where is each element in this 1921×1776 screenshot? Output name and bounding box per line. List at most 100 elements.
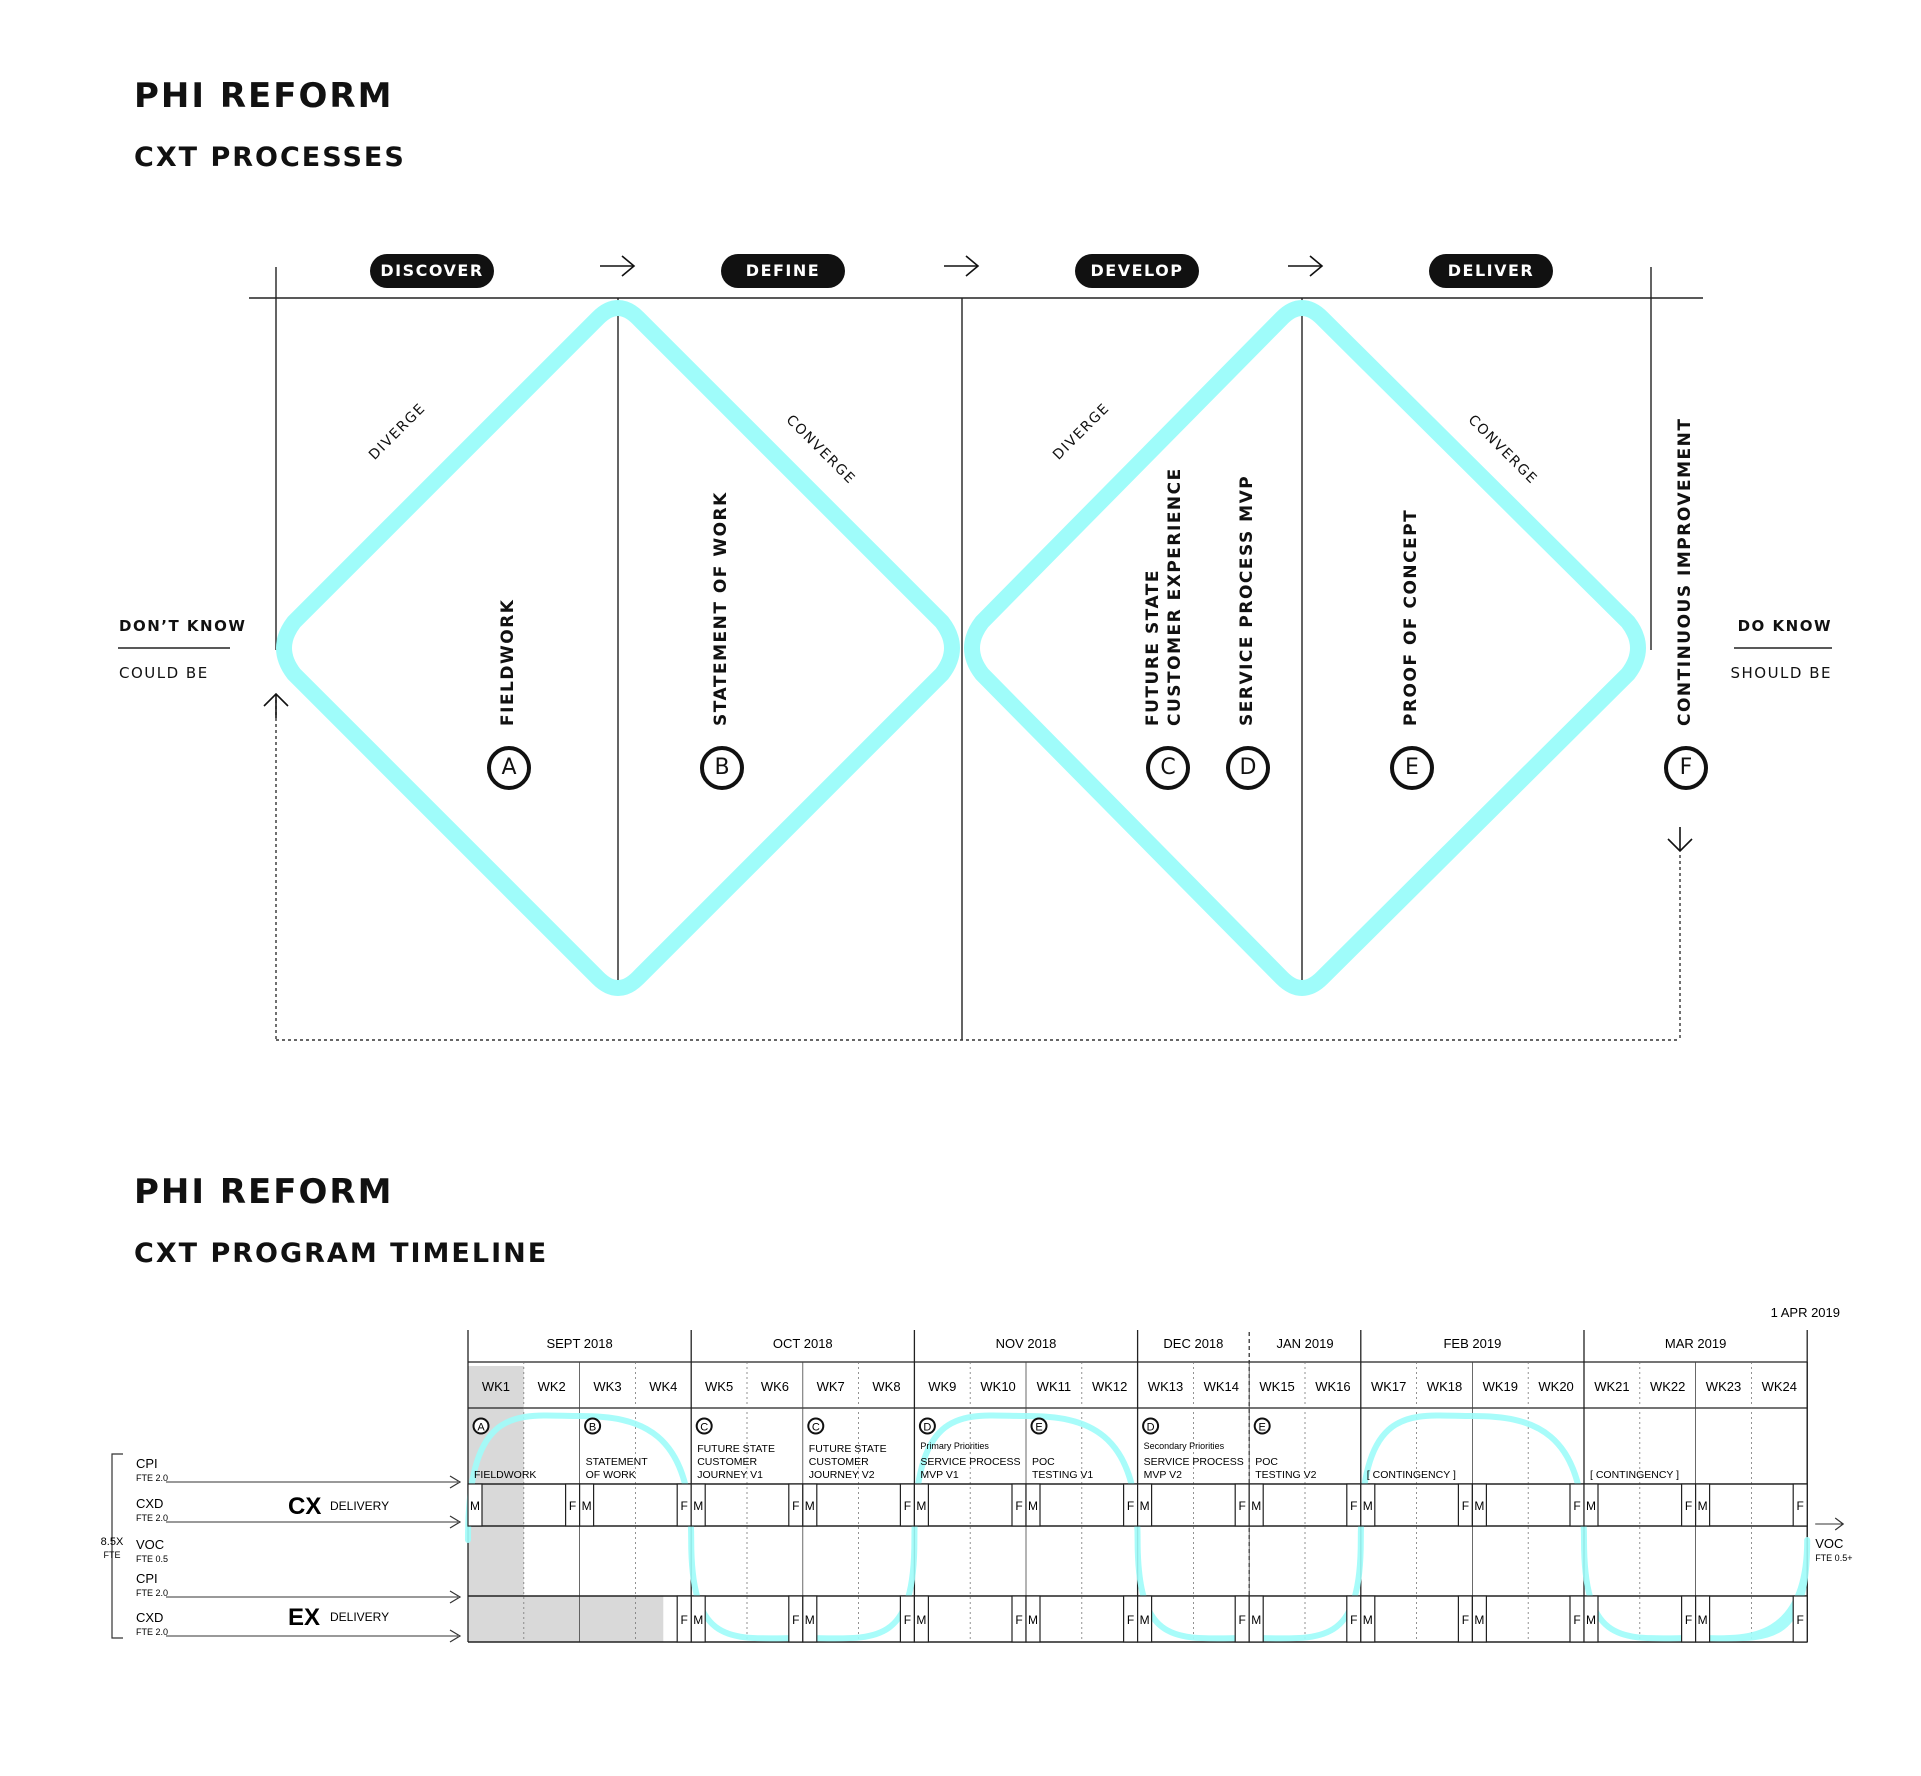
f-label: F xyxy=(1797,1613,1804,1627)
m-label: M xyxy=(916,1613,926,1627)
f-label: F xyxy=(1573,1613,1580,1627)
milestone-priority: Secondary Priorities xyxy=(1144,1441,1225,1451)
milestone-marker xyxy=(584,1417,602,1435)
milestone-letter: E xyxy=(1259,1422,1266,1434)
milestone-letter: D xyxy=(1147,1422,1155,1434)
week-label: WK8 xyxy=(872,1379,900,1394)
f-label: F xyxy=(1127,1499,1134,1513)
m-label: M xyxy=(693,1613,703,1627)
week-label: WK14 xyxy=(1204,1379,1239,1394)
right-top-label: DO KNOW xyxy=(1737,617,1832,635)
month-label: JAN 2019 xyxy=(1276,1336,1333,1351)
phase-pill-develop: DEVELOP xyxy=(1075,254,1199,288)
right-bottom-label: SHOULD BE xyxy=(1730,664,1832,682)
m-label: M xyxy=(1251,1613,1261,1627)
phase-pill-discover: DISCOVER xyxy=(370,254,494,288)
cx-label: CX xyxy=(288,1493,321,1520)
role-fte: FTE 2.0 xyxy=(136,1627,168,1637)
milestone-text: OF WORK xyxy=(586,1469,636,1481)
milestone-text: SERVICE PROCESS xyxy=(1144,1456,1244,1468)
week-label: WK5 xyxy=(705,1379,733,1394)
m-label: M xyxy=(693,1499,703,1513)
milestone-text: MVP V1 xyxy=(920,1469,958,1481)
m-box xyxy=(1583,1483,1599,1527)
m-label: M xyxy=(805,1499,815,1513)
m-label: M xyxy=(916,1499,926,1513)
f-label: F xyxy=(1685,1499,1692,1513)
m-label: M xyxy=(1028,1499,1038,1513)
milestone-text: SERVICE PROCESS xyxy=(920,1456,1020,1468)
phase-pill-define: DEFINE xyxy=(721,254,845,288)
role-fte: FTE 2.0 xyxy=(136,1473,168,1483)
role-name: CXD xyxy=(136,1496,163,1511)
voc-arrow-head xyxy=(1834,1517,1845,1531)
total-fte-label: FTE xyxy=(104,1550,121,1560)
phase-pill-deliver: DELIVER xyxy=(1429,254,1553,288)
milestone-text: TESTING V1 xyxy=(1032,1469,1093,1481)
month-label: NOV 2018 xyxy=(996,1336,1057,1351)
role-name: CPI xyxy=(136,1571,158,1586)
m-label: M xyxy=(1586,1499,1596,1513)
f-box xyxy=(676,1595,692,1643)
m-label: M xyxy=(1698,1499,1708,1513)
week-label: WK9 xyxy=(928,1379,956,1394)
milestone-marker xyxy=(1253,1417,1271,1435)
f-box xyxy=(1792,1595,1808,1643)
role-name: VOC xyxy=(136,1537,164,1552)
f-label: F xyxy=(569,1499,576,1513)
m-label: M xyxy=(1363,1613,1373,1627)
week-label: WK7 xyxy=(817,1379,845,1394)
milestone-text: JOURNEY V1 xyxy=(697,1469,763,1481)
role-fte: FTE 0.5 xyxy=(136,1554,168,1564)
step-marker-d: D xyxy=(1226,746,1270,790)
m-label: M xyxy=(470,1499,480,1513)
end-date: 1 APR 2019 xyxy=(1771,1305,1840,1320)
m-box xyxy=(1136,1595,1153,1643)
f-label: F xyxy=(1015,1613,1022,1627)
milestone-text: MVP V2 xyxy=(1144,1469,1182,1481)
m-label: M xyxy=(1363,1499,1373,1513)
role-name: CXD xyxy=(136,1610,163,1625)
f-label: F xyxy=(681,1499,688,1513)
week-label: WK22 xyxy=(1650,1379,1685,1394)
milestone-letter: D xyxy=(923,1422,931,1434)
month-label: FEB 2019 xyxy=(1443,1336,1501,1351)
milestone-letter: E xyxy=(1035,1422,1042,1434)
week-label: WK12 xyxy=(1092,1379,1127,1394)
month-label: OCT 2018 xyxy=(773,1336,833,1351)
ex-delivery-label: DELIVERY xyxy=(330,1610,389,1624)
role-fte: FTE 2.0 xyxy=(136,1513,168,1523)
milestone-text: CUSTOMER xyxy=(697,1456,757,1468)
milestone-text: STATEMENT xyxy=(586,1456,649,1468)
milestone-text: [ CONTINGENCY ] xyxy=(1590,1469,1679,1481)
milestone-text: JOURNEY V2 xyxy=(809,1469,875,1481)
process-subtitle: CXT PROCESSES xyxy=(134,142,406,173)
milestone-text: CUSTOMER xyxy=(809,1456,869,1468)
m-box xyxy=(1248,1595,1264,1643)
f-label: F xyxy=(1239,1499,1246,1513)
week-label: WK6 xyxy=(761,1379,789,1394)
m-box xyxy=(467,1483,483,1527)
f-label: F xyxy=(1350,1499,1357,1513)
step-marker-b: B xyxy=(700,746,744,790)
week-label: WK11 xyxy=(1037,1379,1071,1394)
week-label: WK16 xyxy=(1315,1379,1350,1394)
f-label: F xyxy=(1239,1613,1246,1627)
week-label: WK17 xyxy=(1371,1379,1406,1394)
week-label: WK4 xyxy=(649,1379,677,1394)
timeline-title: PHI REFORM xyxy=(134,1172,394,1212)
timeline-subtitle: CXT PROGRAM TIMELINE xyxy=(134,1238,549,1269)
m-box xyxy=(578,1483,595,1527)
f-label: F xyxy=(904,1613,911,1627)
milestone-text: TESTING V2 xyxy=(1255,1469,1316,1481)
fte-bracket xyxy=(111,1453,123,1639)
m-label: M xyxy=(1251,1499,1261,1513)
role-arrow-head xyxy=(449,1515,462,1529)
milestone-marker xyxy=(472,1417,490,1435)
m-box xyxy=(690,1483,706,1527)
m-label: M xyxy=(1474,1499,1484,1513)
milestone-text: [ CONTINGENCY ] xyxy=(1367,1469,1456,1481)
role-arrow-head xyxy=(449,1475,462,1489)
f-label: F xyxy=(1127,1613,1134,1627)
